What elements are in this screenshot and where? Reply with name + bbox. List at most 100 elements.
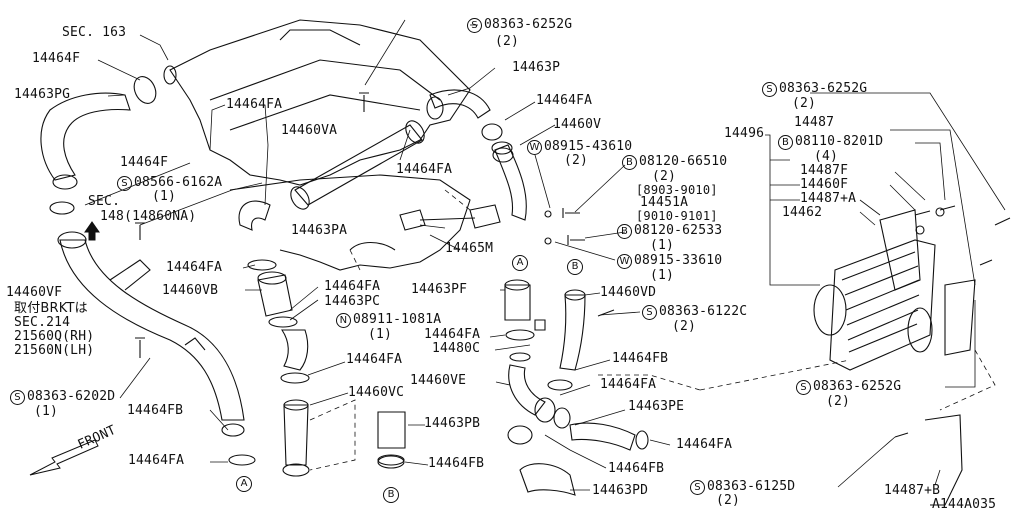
hose-14463PD [519, 463, 576, 496]
hose-14463PC [280, 329, 309, 371]
part-14460VC: 14460VC [348, 385, 405, 400]
part-14464FA-2: 14464FA [396, 162, 453, 177]
part-14463PG: 14463PG [14, 87, 71, 102]
qty-08363-6202D: (1) [34, 404, 59, 419]
hose-14463PE [569, 422, 636, 451]
qty-08120-66510: (2) [652, 169, 677, 184]
part-14464F-mid: 14464F [120, 155, 169, 170]
part-14464FA-4: 14464FA [166, 260, 223, 275]
pipe-14460V [494, 144, 527, 221]
b-symbol-icon: B [778, 135, 793, 150]
bracket-note-line2: SEC.214 [14, 315, 71, 330]
duct-14460VA [294, 124, 423, 206]
qty-08915-33610: (1) [650, 268, 675, 283]
part-14464FB-4: 14464FB [608, 461, 665, 476]
part-14460VB: 14460VB [162, 283, 219, 298]
part-14464FA-10: 14464FA [676, 437, 733, 452]
s-symbol-icon: S [690, 480, 705, 495]
part-14465M: 14465M [445, 241, 494, 256]
hose-14463PF [504, 284, 531, 321]
up-arrow-icon [84, 221, 100, 241]
bracket-note-line3: 21560Q(RH) [14, 329, 95, 344]
part-14487: 14487 [794, 115, 835, 130]
qty-08911-1081A: (1) [368, 327, 393, 342]
s-symbol-icon: S [762, 82, 777, 97]
part-14460VA: 14460VA [281, 123, 338, 138]
qty-08915-43610: (2) [564, 153, 589, 168]
qty-08363-6125D: (2) [716, 493, 741, 508]
s-symbol-icon: S [467, 18, 482, 33]
sec-163-label: SEC. 163 [62, 25, 127, 40]
part-14460VF: 14460VF [6, 285, 63, 300]
part-14460F: 14460F [800, 177, 849, 192]
part-14480C: 14480C [432, 341, 481, 356]
ref-marker-b-lower: B [383, 487, 399, 503]
b-symbol-icon: B [617, 224, 632, 239]
qty-08110-8201D: (4) [814, 149, 839, 164]
part-14487A: 14487+A [800, 191, 857, 206]
part-14463PE: 14463PE [628, 399, 685, 414]
bracket-note-line4: 21560N(LH) [14, 343, 95, 358]
dashed-leader [699, 359, 851, 391]
part-14464FB-1: 14464FB [127, 403, 184, 418]
part-14464FA-8: 14464FA [424, 327, 481, 342]
date-range-2: [9010-9101] [636, 209, 718, 223]
hose-14463PA [238, 200, 271, 231]
qty-08120-62533: (1) [650, 238, 675, 253]
part-14487B: 14487+B [884, 483, 941, 498]
diagram-id: A144A035 [932, 497, 997, 512]
b-symbol-icon: B [622, 155, 637, 170]
part-14463PD: 14463PD [592, 483, 649, 498]
qty-08363-6252G-low: (2) [826, 394, 851, 409]
part-14464FA-7: 14464FA [128, 453, 185, 468]
pipe-14460VD [559, 294, 586, 371]
part-14464F: 14464F [32, 51, 81, 66]
hose-14463PG [40, 92, 131, 181]
qty-08363-6252G-right: (2) [792, 96, 817, 111]
w-symbol-icon: W [527, 140, 542, 155]
part-14462: 14462 [782, 205, 823, 220]
ref-marker-a: A [512, 255, 528, 271]
part-14464FB-2: 14464FB [428, 456, 485, 471]
ref-marker-b: B [567, 259, 583, 275]
part-14464FA-5: 14464FA [324, 279, 381, 294]
part-14460V: 14460V [553, 117, 602, 132]
sec-148-line1: SEC. [88, 194, 121, 209]
bracket-14465M [399, 204, 501, 231]
pipe-14460VE [508, 364, 546, 416]
part-14464FA-6: 14464FA [346, 352, 403, 367]
ref-marker-a-lower: A [236, 476, 252, 492]
qty-08566-6162A: (1) [152, 189, 177, 204]
part-14463PB: 14463PB [424, 416, 481, 431]
part-14496: 14496 [724, 126, 765, 141]
part-14451A: 14451A [640, 195, 689, 210]
part-14463P: 14463P [512, 60, 561, 75]
bracket-note-line1: 取付BRKTは [14, 301, 88, 316]
s-symbol-icon: S [796, 380, 811, 395]
pipe-14460VC [283, 404, 309, 466]
n-symbol-icon: N [336, 313, 351, 328]
s-symbol-icon: S [642, 305, 657, 320]
engine-lower-outline [229, 174, 471, 271]
part-14460VD: 14460VD [600, 285, 657, 300]
date-range-1: [8903-9010] [636, 183, 718, 197]
pipe-14460VF [59, 239, 245, 421]
part-14464FA-3: 14464FA [536, 93, 593, 108]
intercooler-14462 [829, 239, 936, 371]
part-14464FB-3: 14464FB [612, 351, 669, 366]
hose-14463PB [377, 411, 406, 449]
part-14460VE: 14460VE [410, 373, 467, 388]
